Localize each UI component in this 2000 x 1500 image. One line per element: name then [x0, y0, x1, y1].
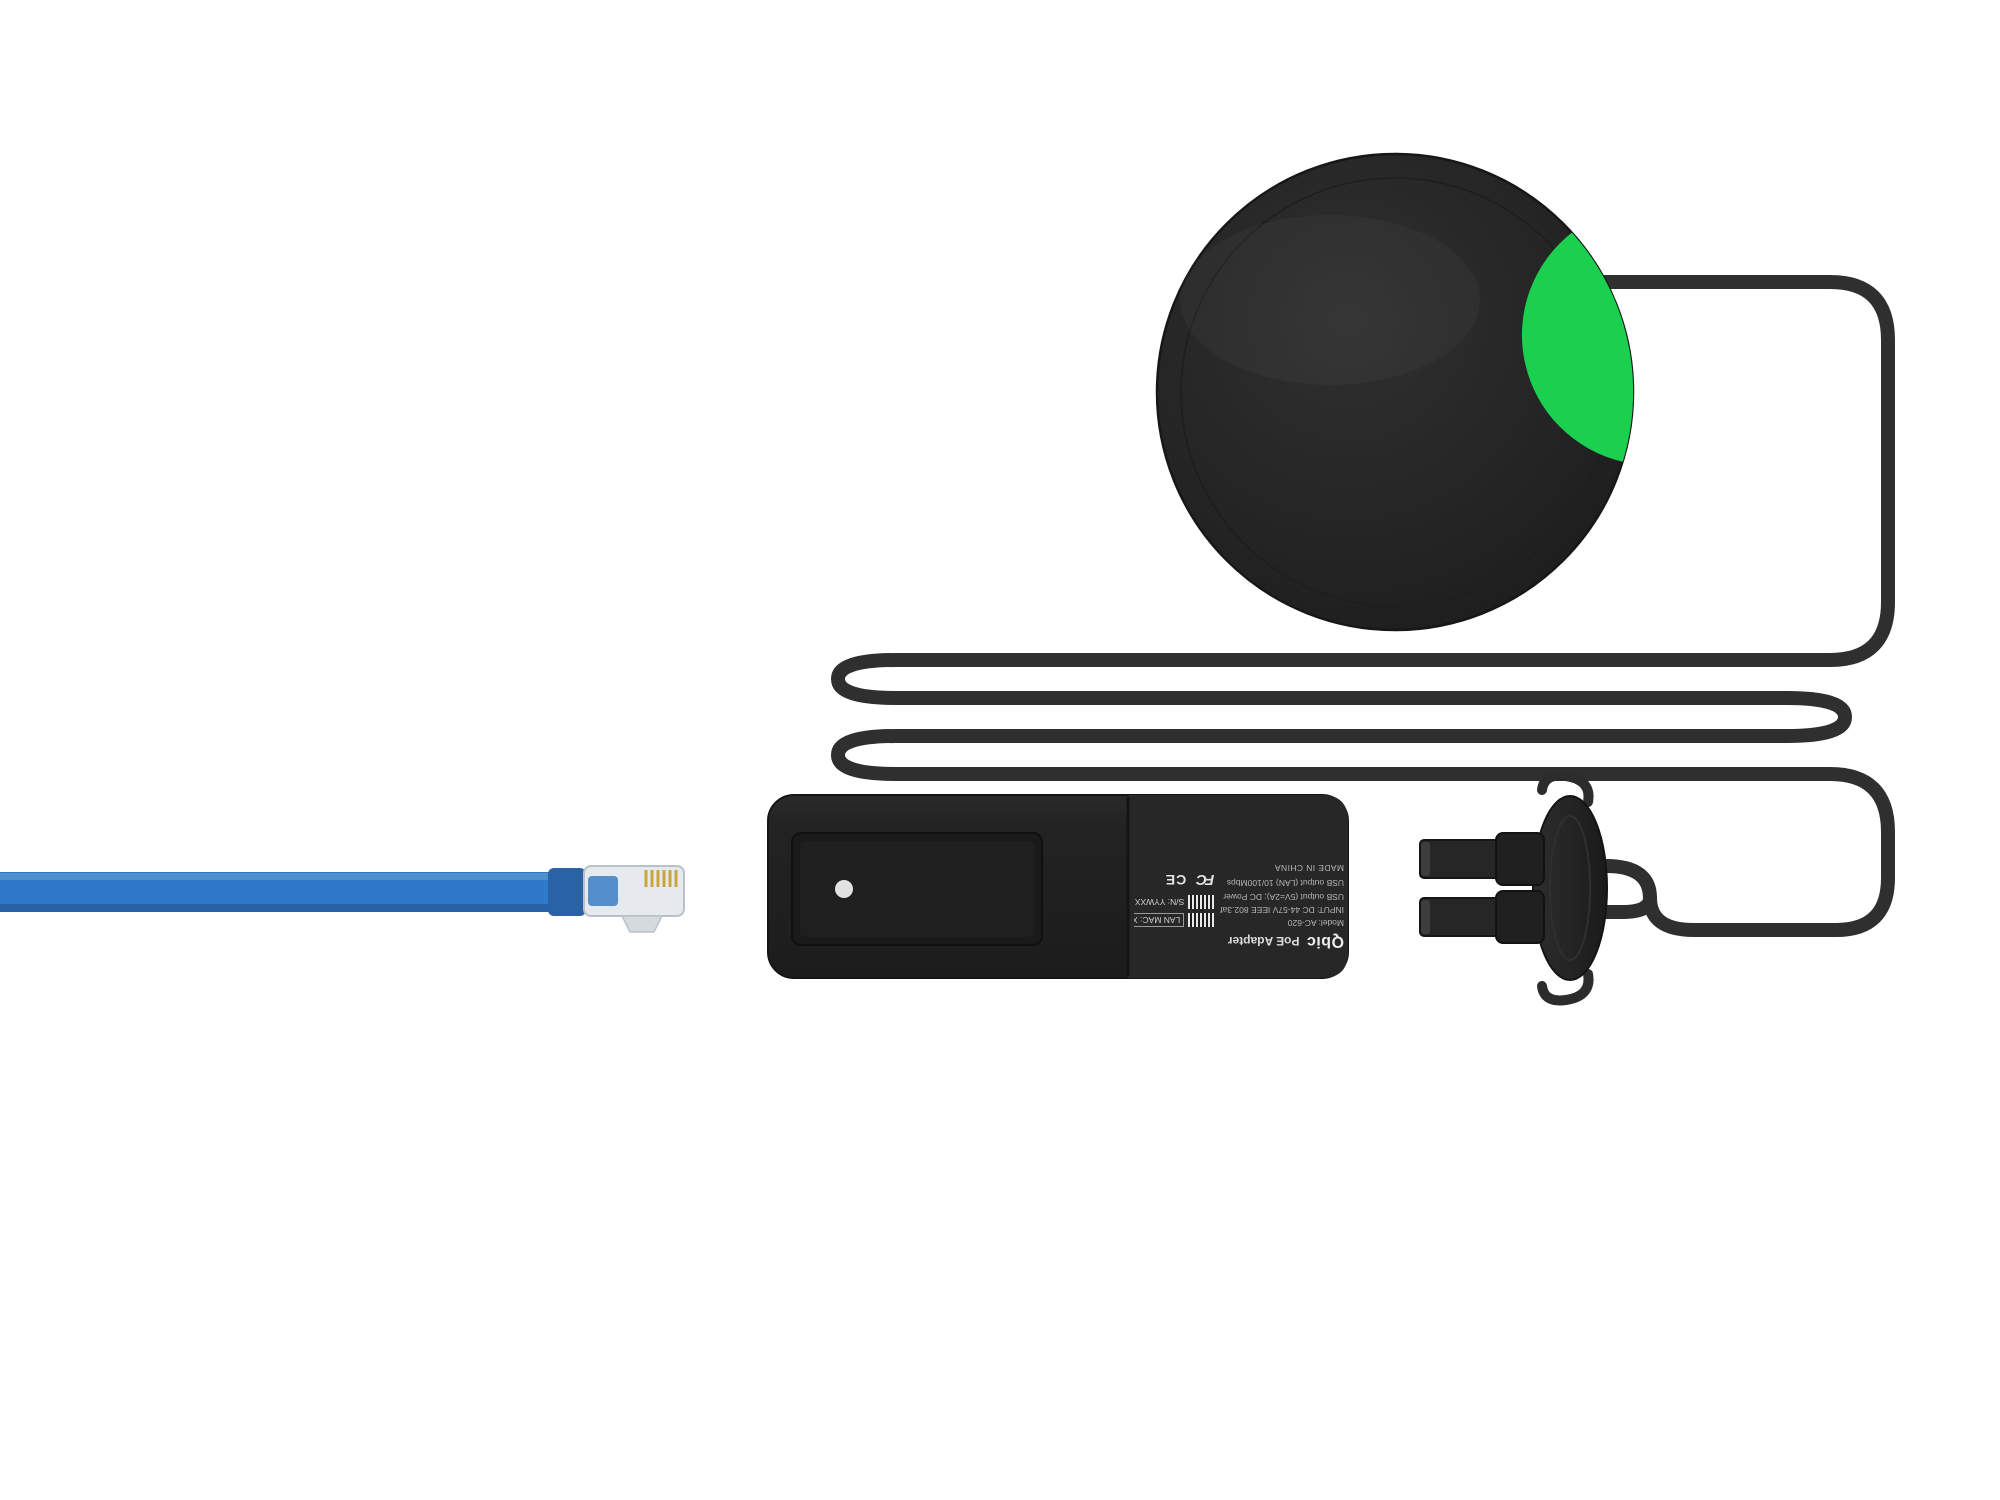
ethernet-cable-collar — [548, 868, 586, 916]
ethernet-cable-highlight — [0, 873, 560, 880]
usb-plug-top-overmold — [1495, 832, 1545, 886]
usb-plug-top-shell — [1419, 839, 1503, 879]
rj45-cable-inside — [588, 876, 618, 906]
adapter-label-specs: Model: AC-620 INPUT: DC 44-57V IEEE 802.… — [1220, 861, 1344, 929]
puck-body — [1157, 154, 1633, 630]
puck-sheen — [1180, 215, 1480, 385]
adapter-recess-inner — [800, 841, 1034, 937]
serial-row: S/N: YYWXX — [1134, 895, 1215, 909]
cable-bracket-assembly — [1419, 770, 1608, 1006]
product-name: PoE Adapter — [1227, 934, 1300, 948]
adapter-label-columns: Model: AC-620 INPUT: DC 44-57V IEEE 802.… — [1134, 861, 1344, 929]
label-input-spec: INPUT: DC 44-57V IEEE 802.3af — [1220, 904, 1344, 915]
label-usb-power-spec: USB output (5V=2A); DC Power — [1223, 891, 1344, 902]
barcode-lan-mac-icon — [1188, 913, 1215, 927]
bracket-bottom-clip — [1537, 969, 1594, 1006]
label-serial: S/N: YYWXX — [1134, 897, 1185, 907]
power-cable-loop — [1591, 891, 1657, 919]
adapter-label: Qbic PoE Adapter Model: AC-620 INPUT: DC… — [1134, 800, 1344, 950]
rj45-latch — [620, 915, 664, 933]
adapter-label-codes: LAN MAC: X S/N: YYWXX FC CE — [1134, 861, 1215, 929]
fcc-mark-icon: FC — [1198, 871, 1215, 888]
usb-plug-top-face — [1421, 842, 1430, 876]
label-usb-lan-spec: USB output (LAN) 10/100Mbps — [1226, 878, 1344, 889]
usb-plug-bottom-face — [1421, 900, 1430, 934]
usb-plug-bottom-shell — [1419, 897, 1503, 937]
usb-plug-bottom — [1419, 890, 1545, 944]
bracket-top-clip — [1537, 770, 1594, 807]
poe-adapter — [767, 794, 1349, 979]
bracket-plate-ridge — [1549, 815, 1591, 961]
puck-status-lens — [1521, 232, 1634, 462]
puck-device — [1155, 152, 1635, 632]
brand-logo: Qbic — [1306, 933, 1344, 950]
usb-plug-bottom-overmold — [1495, 890, 1545, 944]
adapter-label-section — [1128, 795, 1348, 978]
bracket-plate — [1532, 795, 1608, 981]
rj45-pins — [644, 870, 678, 887]
power-cable — [831, 275, 1895, 937]
label-lan-mac: LAN MAC: X — [1134, 913, 1185, 927]
usb-plug-top — [1419, 832, 1545, 886]
ce-mark-icon: CE — [1164, 872, 1187, 888]
adapter-label-header: Qbic PoE Adapter — [1134, 932, 1344, 950]
ethernet-cable — [0, 872, 560, 912]
ethernet-cable-shadow-edge — [0, 904, 560, 912]
barcode-serial-icon — [1188, 895, 1215, 909]
adapter-indicator-dot — [835, 880, 853, 898]
label-made-in: MADE IN CHINA — [1274, 863, 1344, 874]
ethernet-cable-assembly — [0, 865, 685, 933]
label-model: Model: AC-620 — [1287, 918, 1344, 928]
lan-mac-row: LAN MAC: X — [1134, 913, 1215, 927]
certification-marks: FC CE — [1165, 871, 1214, 888]
